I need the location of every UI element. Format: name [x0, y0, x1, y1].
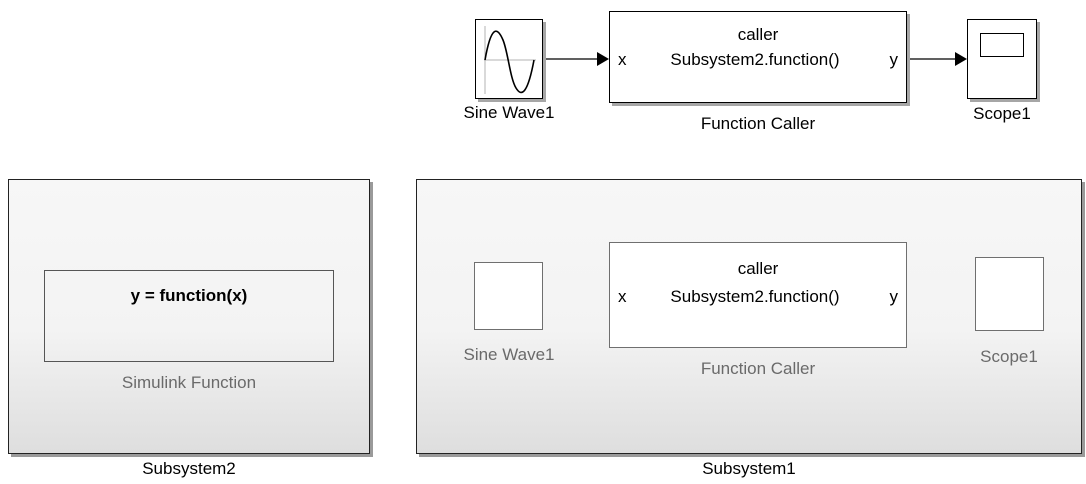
inner-caller-input-port: x [618, 287, 627, 306]
subsystem2-block[interactable]: y = function(x) Simulink Function [8, 179, 370, 454]
inner-scope-label: Scope1 [980, 347, 1038, 366]
function-caller-block[interactable]: caller x Subsystem2.function() y [609, 11, 907, 103]
inner-sine-wave-label: Sine Wave1 [463, 345, 555, 364]
scope-block[interactable] [967, 19, 1037, 99]
caller-title: caller [737, 25, 779, 44]
scope-screen-icon [980, 33, 1024, 57]
subsystem1-label: Subsystem1 [702, 459, 796, 478]
caller-output-port: y [889, 50, 899, 69]
sine-wave-block[interactable] [475, 19, 543, 99]
inner-sine-wave-block[interactable] [474, 262, 543, 330]
inner-caller-function-text: Subsystem2.function() [670, 287, 840, 306]
inner-caller-title: caller [737, 259, 779, 278]
subsystem2-label: Subsystem2 [142, 459, 236, 478]
inner-caller-output-port: y [889, 287, 899, 306]
inner-function-caller-label: Function Caller [700, 359, 816, 378]
simulink-function-label: Simulink Function [121, 373, 257, 392]
inner-scope-block[interactable] [975, 257, 1044, 331]
inner-function-caller-block[interactable]: caller x Subsystem2.function() y [609, 242, 907, 348]
simulink-function-text: y = function(x) [130, 286, 248, 305]
arrowhead-caller-input [597, 52, 609, 66]
sine-wave-icon [484, 26, 536, 94]
scope-label: Scope1 [973, 104, 1031, 123]
arrowhead-scope-input [955, 52, 967, 66]
sine-wave-label: Sine Wave1 [463, 103, 555, 122]
caller-function-text: Subsystem2.function() [670, 50, 840, 69]
simulink-function-block[interactable]: y = function(x) [44, 270, 334, 362]
function-caller-label: Function Caller [700, 114, 816, 133]
caller-input-port: x [618, 50, 627, 69]
